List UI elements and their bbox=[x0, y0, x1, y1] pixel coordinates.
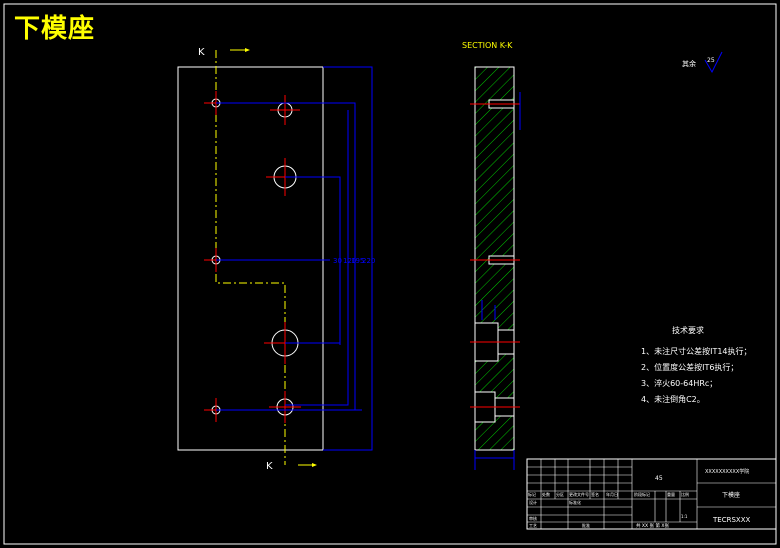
tb-role-design: 设计 bbox=[529, 499, 537, 505]
sheet-border bbox=[3, 3, 777, 545]
dimension-lines bbox=[216, 66, 373, 451]
tech-item-3: 3、淬火60-64HRc； bbox=[641, 378, 717, 388]
tech-item-1: 1、未注尺寸公差按IT14执行； bbox=[641, 346, 752, 356]
hole-group bbox=[204, 91, 306, 423]
front-view: K K 30 120 195 220 bbox=[177, 47, 375, 472]
tech-item-2: 2、位置度公差按IT6执行； bbox=[641, 362, 738, 372]
cut-arrowhead-bottom bbox=[312, 463, 317, 467]
section-label: SECTION K-K bbox=[462, 41, 513, 50]
tb-std-label: 标准化 bbox=[569, 499, 581, 505]
tb-part-name: 下模座 bbox=[722, 491, 740, 499]
cut-mark-bottom: K bbox=[266, 461, 273, 472]
tech-heading: 技术要求 bbox=[672, 325, 704, 335]
section-cut-line bbox=[215, 50, 286, 465]
section-centerlines bbox=[470, 103, 520, 408]
tb-material: 45 bbox=[655, 475, 663, 482]
tb-role-process: 工艺 bbox=[529, 523, 537, 528]
dim-195: 195 bbox=[351, 257, 364, 265]
roughness-value: 25 bbox=[707, 57, 715, 64]
tb-weight-label: 重量 bbox=[667, 491, 675, 497]
plate-outline bbox=[177, 66, 324, 451]
tb-scale: 1:1 bbox=[681, 514, 688, 519]
tech-item-4: 4、未注倒角C2。 bbox=[641, 394, 705, 404]
roughness-label: 其余 bbox=[682, 59, 696, 68]
dim-30: 30 bbox=[333, 257, 342, 265]
tb-sheet: 共 XX 张 第 X张 bbox=[636, 522, 669, 529]
title-block: 45 XXXXXXXXXX学院 下模座 TECRSXXX 1:1 共 XX 张 … bbox=[526, 458, 777, 530]
tb-approve-label: 批准 bbox=[582, 522, 590, 528]
tb-rev-h0: 标记 bbox=[528, 491, 536, 497]
roughness-symbol: 其余 25 bbox=[682, 51, 723, 74]
tb-role-review: 审核 bbox=[529, 515, 537, 521]
cut-mark-top: K bbox=[198, 47, 205, 58]
section-dims bbox=[474, 92, 521, 470]
tb-rev-h5: 年月日 bbox=[606, 491, 618, 497]
dim-220: 220 bbox=[362, 257, 375, 265]
tb-rev-h1: 处数 bbox=[542, 491, 550, 497]
tb-rev-h3: 更改文件号 bbox=[569, 491, 589, 497]
tb-ratio-label: 比例 bbox=[681, 491, 689, 497]
drawing-title: 下模座 bbox=[14, 14, 96, 44]
tb-drawing-no: TECRSXXX bbox=[712, 516, 750, 524]
section-view: SECTION K-K bbox=[462, 41, 521, 470]
tb-company: XXXXXXXXXX学院 bbox=[705, 468, 749, 475]
dim-120: 120 bbox=[343, 257, 356, 265]
tb-stage-label: 阶段标记 bbox=[634, 491, 650, 497]
tb-rev-h2: 分区 bbox=[556, 491, 564, 497]
tb-rev-h4: 签名 bbox=[591, 491, 599, 497]
tech-requirements: 技术要求 1、未注尺寸公差按IT14执行； 2、位置度公差按IT6执行； 3、淬… bbox=[641, 325, 752, 404]
cut-arrowhead-top bbox=[245, 48, 250, 52]
